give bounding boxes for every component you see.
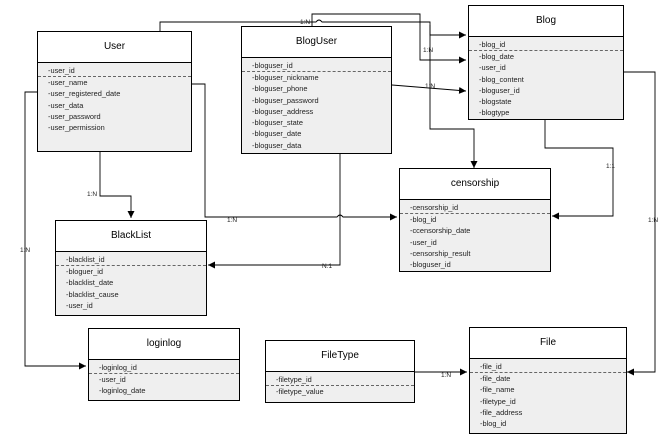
entity-field: -bloguser_date	[252, 129, 302, 139]
primary-key-field: -loginlog_id	[89, 360, 239, 374]
entity-field: -user_permission	[48, 123, 105, 133]
rel-user-loginlog	[24, 91, 86, 370]
entity-title: censorship	[400, 169, 550, 200]
entity-field: -user_id	[410, 237, 437, 247]
entity-field: -blog_content	[479, 74, 524, 84]
rel-user-blacklist	[99, 152, 135, 218]
entity-title: BlackList	[56, 221, 206, 252]
entity-loginlog[interactable]: loginlog -loginlog_id -user_id -loginlog…	[88, 328, 240, 401]
label-user-loginlog: 1:N	[20, 247, 30, 254]
entity-field: -bloguser_phone	[252, 84, 308, 94]
entity-field: -ccensorship_date	[410, 226, 471, 236]
entity-field: -blacklist_cause	[66, 289, 119, 299]
primary-key-field: -blog_id	[469, 37, 623, 51]
entity-field: -bloguser_nickname	[252, 73, 319, 82]
entity-field: -user_data	[48, 100, 84, 110]
entity-field: -bloguser_id	[410, 260, 451, 270]
entity-field: -bloguser_data	[252, 140, 302, 150]
entity-title: FileType	[266, 341, 414, 372]
primary-key-field: -file_id	[470, 359, 626, 373]
entity-title: BlogUser	[242, 27, 391, 58]
rel-blog-censorship	[544, 120, 614, 220]
entity-field: -filetype_value	[276, 387, 324, 396]
entity-file[interactable]: File -file_id -file_date -file_name -fil…	[469, 327, 627, 434]
entity-title: loginlog	[89, 329, 239, 360]
entity-filetype[interactable]: FileType -filetype_id -filetype_value	[265, 340, 415, 403]
entity-blacklist[interactable]: BlackList -blacklist_id -bloguer_id -bla…	[55, 220, 207, 316]
entity-title: Blog	[469, 6, 623, 37]
entity-field: -file_name	[480, 385, 515, 395]
entity-field: -blog_id	[410, 215, 437, 224]
primary-key-field: -filetype_id	[266, 372, 414, 386]
entity-field: -bloguser_address	[252, 106, 314, 116]
label-blog-censorship: 1:1	[606, 163, 615, 170]
label-user-blog: 1:N	[300, 19, 310, 26]
primary-key-field: -user_id	[38, 63, 191, 77]
entity-field: -loginlog_date	[99, 386, 146, 396]
entity-field: -user_name	[48, 78, 88, 87]
label-bloguser-blog: 1:N	[425, 83, 435, 90]
label-user-censorship: 1:N	[227, 217, 237, 224]
entity-blog[interactable]: Blog -blog_id -blog_date -user_id -blog_…	[468, 5, 624, 120]
rel-bloguser-blog	[391, 84, 467, 94]
label-blog-file: 1:N	[648, 217, 658, 224]
entity-field: -bloguser_id	[479, 85, 520, 95]
entity-bloguser[interactable]: BlogUser -bloguser_id -bloguser_nickname…	[241, 26, 392, 154]
entity-field: -bloguser_password	[252, 95, 319, 105]
entity-title: File	[470, 328, 626, 359]
rel-user-censorship	[192, 83, 397, 221]
rel-user-blog	[159, 19, 466, 39]
entity-field: -blogstate	[479, 97, 512, 107]
entity-title: User	[38, 32, 191, 63]
entity-field: -user_id	[479, 63, 506, 73]
label-filetype-file: 1:N	[441, 372, 451, 379]
rel-bloguser-blacklist	[208, 150, 341, 269]
entity-field: -bloguer_id	[66, 267, 103, 276]
entity-field: -blog_id	[480, 419, 507, 429]
primary-key-field: -censorship_id	[400, 200, 550, 214]
entity-field: -blogtype	[479, 108, 510, 118]
entity-field: -censorship_result	[410, 248, 471, 258]
entity-field: -blog_date	[479, 52, 514, 61]
entity-field: -user_registered_date	[48, 89, 121, 99]
entity-censorship[interactable]: censorship -censorship_id -blog_id -ccen…	[399, 168, 551, 272]
label-bloguser-blog-top: 1:N	[423, 47, 433, 54]
entity-field: -user_password	[48, 111, 101, 121]
entity-field: -bloguser_state	[252, 118, 303, 128]
entity-field: -blacklist_date	[66, 278, 114, 288]
rel-bloguser-blog-top	[311, 13, 466, 64]
primary-key-field: -bloguser_id	[242, 58, 391, 72]
entity-field: -file_date	[480, 374, 511, 383]
entity-field: -user_id	[99, 375, 126, 384]
primary-key-field: -blacklist_id	[56, 252, 206, 266]
entity-field: -file_address	[480, 407, 523, 417]
label-bloguser-blacklist: N:1	[322, 263, 333, 270]
label-user-blacklist: 1:N	[87, 191, 97, 198]
rel-blog-file	[624, 71, 656, 376]
entity-user[interactable]: User -user_id -user_name -user_registere…	[37, 31, 192, 152]
entity-field: -filetype_id	[480, 396, 516, 406]
rel-bloguser-censorship	[429, 25, 478, 168]
entity-field: -user_id	[66, 300, 93, 310]
